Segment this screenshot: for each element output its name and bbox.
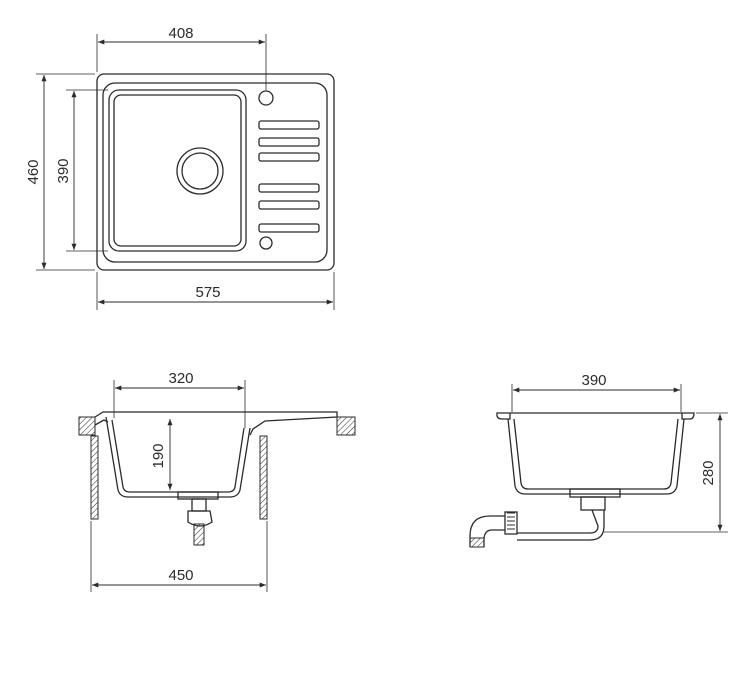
tap-hole-top <box>258 90 274 106</box>
dim-depth-190: 190 <box>150 443 167 468</box>
bowl-inner-outline <box>113 94 242 247</box>
countertop-right <box>336 416 356 436</box>
side-drain-flange <box>569 488 621 498</box>
tap-hole-bottom <box>259 236 273 250</box>
side-bowl-outer <box>507 412 685 495</box>
side-rim-left <box>496 412 511 420</box>
drainer-grooves <box>258 120 320 233</box>
drain-outer <box>176 147 224 195</box>
dim-top-320: 320 <box>168 370 193 387</box>
side-bowl-inner <box>513 418 679 490</box>
side-rim-right <box>681 412 695 420</box>
side-view: 390 280 <box>469 372 728 548</box>
countertop-left <box>78 416 96 436</box>
front-view: 320 190 450 <box>78 370 356 592</box>
dim-bottom-575: 575 <box>195 284 220 301</box>
dim-top-390: 390 <box>581 372 606 389</box>
drain-flange <box>177 491 219 500</box>
top-view: 408 575 460 390 <box>25 25 335 310</box>
dim-left-390: 390 <box>55 158 72 183</box>
siphon-pipe-bottom <box>517 510 605 541</box>
side-drain-body <box>580 496 606 511</box>
drain-inner <box>181 152 219 190</box>
cabinet-wall-left <box>90 435 99 520</box>
siphon-outlet <box>193 523 205 546</box>
siphon-elbow-end <box>469 537 485 548</box>
siphon-nut <box>504 511 518 535</box>
dim-left-460: 460 <box>25 159 42 184</box>
cabinet-wall-right <box>259 435 268 520</box>
dim-right-280: 280 <box>700 460 717 485</box>
sink-rim <box>102 82 328 263</box>
drain-body <box>191 498 207 512</box>
siphon-pipe-top <box>517 509 599 534</box>
bowl-outer <box>105 416 251 498</box>
dim-bottom-450: 450 <box>168 567 193 584</box>
bowl-outline <box>108 89 247 252</box>
sink-rim-profile <box>94 411 338 436</box>
sink-outer-outline <box>96 73 335 271</box>
bowl-inner <box>111 419 245 493</box>
dim-top-408: 408 <box>168 25 193 42</box>
